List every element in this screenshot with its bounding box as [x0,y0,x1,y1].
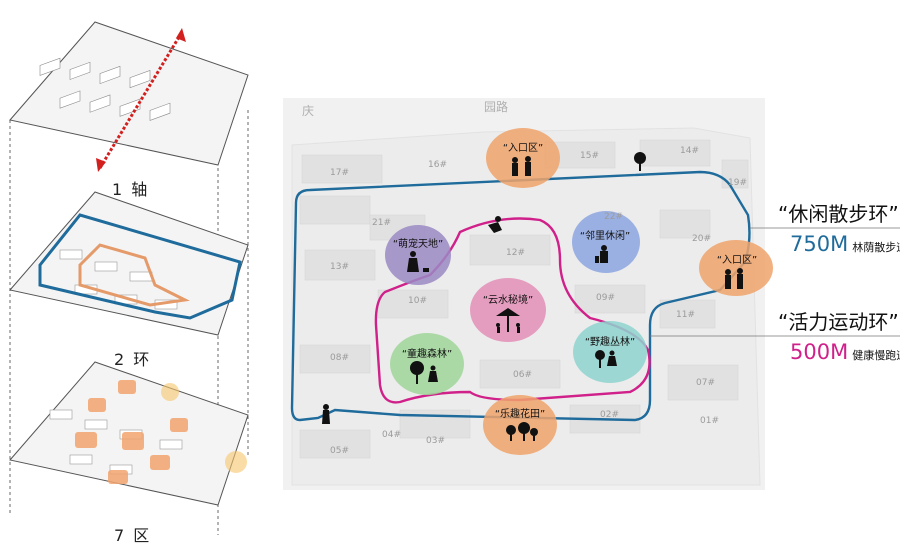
walking-loop-desc: 林荫散步道 [852,241,900,254]
building-blocks [299,139,749,459]
building-number: 22# [604,212,623,222]
diagram-zones [9,361,249,506]
building-number: 11# [676,310,695,320]
walking-loop-title: “休闲散步环” [778,202,899,226]
zone-kids-forest [390,333,464,395]
building-number: 01# [700,416,719,426]
walking-loop-path [290,170,751,422]
building-number: 02# [600,410,619,420]
building-number: 20# [692,234,711,244]
building-number: 04# [382,430,401,440]
building-number: 12# [506,248,525,258]
building-number: 06# [513,370,532,380]
building-number: 08# [330,353,349,363]
fitness-loop-desc: 健康慢跑道 [852,349,900,362]
zone-label-fun-garden: “乐趣花田” [494,409,546,420]
zone-label-pet-park: “萌宠天地” [392,239,444,250]
people-icon [512,156,531,176]
zone-label-entrance-top: “入口区” [502,143,544,154]
building-number: 05# [330,446,349,456]
walker-icon [322,404,330,424]
fitness-loop-title: “活力运动环” [778,310,899,334]
zone-label-wild-jungle: “野趣丛林” [584,337,636,348]
axis-arrow-tail [96,158,106,172]
building-number: 07# [696,378,715,388]
fitness-loop-distance: 500M [790,340,849,364]
building-number: 14# [680,146,699,156]
pet-walker-icon [407,251,429,272]
zone-label-neighborhood-leisure: “邻里休闲” [579,231,631,242]
zone-label-kids-forest: “童趣森林” [401,349,453,360]
fitness-loop-path [374,217,651,404]
zone-entrance-right [699,240,773,296]
building-number: 16# [428,160,447,170]
tree-child-icon [595,350,617,368]
building-number: 13# [330,262,349,272]
mini-walking-loop [38,213,242,320]
tree-icon [634,152,646,171]
axis-line [98,31,184,169]
step-label-zones: 7 区 [114,526,152,545]
building-number: 10# [408,296,427,306]
zone-neighborhood-leisure [572,211,640,273]
people-icon [725,268,743,289]
zone-label-cloud-water: “云水秘境” [482,295,534,306]
road-label-top: 园路 [484,100,509,114]
umbrella-table-icon [496,308,520,333]
mini-fitness-loop [78,243,190,307]
tree-child-icon [410,361,438,384]
walking-loop-distance-row: 750M 林荫散步道 [790,232,900,256]
step-label-loops: 2 环 [114,350,152,369]
diagram-axis [9,21,249,172]
building-number: 03# [426,436,445,446]
building-number: 17# [330,168,349,178]
building-number: 19# [728,178,747,188]
axis-arrow-head [176,28,186,42]
step-label-axis: 1 轴 [112,180,150,199]
fitness-loop-distance-row: 500M 健康慢跑道 [790,340,900,364]
building-number: 21# [372,218,391,228]
runner-icon [488,216,502,233]
zone-entrance-top [486,128,560,188]
walking-loop-distance: 750M [790,232,849,256]
building-number: 09# [596,293,615,303]
diagram-loops [9,191,249,336]
zone-pet-park [385,225,451,285]
reader-icon [595,245,608,263]
flowers-icon [506,422,538,441]
zone-label-entrance-right: “入口区” [716,255,758,266]
building-number: 15# [580,151,599,161]
road-label-left: 庆 [302,104,315,118]
